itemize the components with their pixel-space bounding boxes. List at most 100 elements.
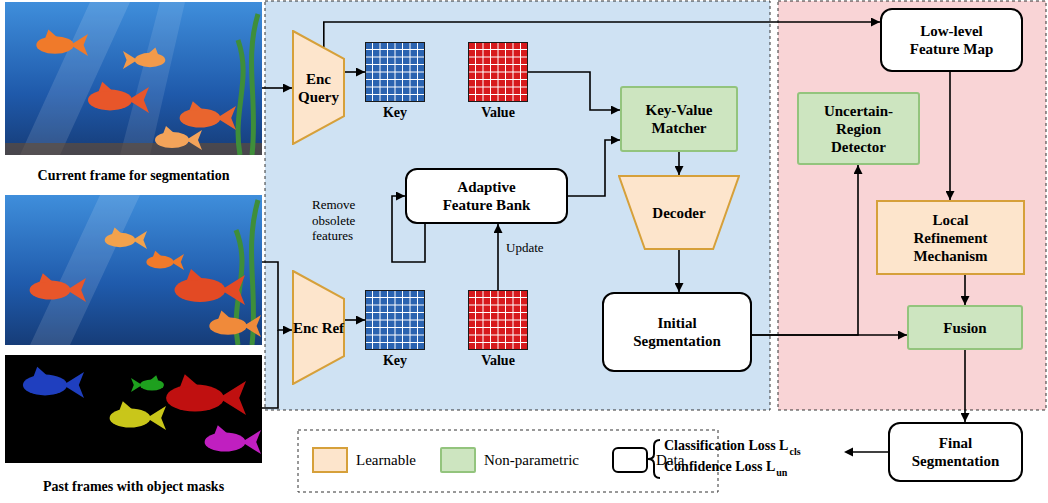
aquarium-photo (5, 2, 262, 155)
grid-line (402, 43, 403, 101)
goldfish (209, 311, 261, 337)
legend-box (298, 430, 718, 492)
box-label: Key (383, 105, 407, 122)
box-label: Key-Value Matcher (622, 101, 736, 137)
object-mask (205, 425, 261, 454)
grid-fill (469, 43, 528, 102)
grid-line (402, 291, 403, 349)
grid-line (410, 291, 411, 349)
data-box: Low-level Feature Map (880, 8, 1023, 72)
grid-line (366, 327, 424, 328)
grid-line (469, 94, 527, 95)
goldfish (30, 273, 86, 302)
edge-label: Remove obsolete features (310, 197, 390, 244)
grid-line (469, 342, 527, 343)
encoder-panel (265, 1, 770, 410)
box-label: Enc Ref (293, 319, 344, 337)
grid-line (366, 87, 424, 88)
legend-swatch (612, 447, 648, 473)
mask-image (5, 355, 262, 463)
grid-line (513, 43, 514, 101)
goldfish (88, 82, 149, 113)
light-ray (20, 2, 130, 155)
light-ray (120, 2, 185, 155)
box-label: Uncertain-Region Detector (814, 102, 904, 156)
connector (345, 71, 365, 73)
image-caption: Current frame for segmentation (38, 168, 230, 185)
mask-ground (5, 355, 262, 463)
feature-grid (365, 290, 425, 350)
goldfish (36, 30, 88, 56)
goldfish (146, 251, 184, 270)
legend-label: Learnable (356, 451, 416, 469)
box-label: Adaptive Feature Bank (432, 178, 542, 214)
encoder: Enc Query (292, 30, 345, 145)
feature-grid (365, 42, 425, 102)
subscript: un (776, 467, 787, 479)
connector (678, 152, 680, 175)
legend-swatch (312, 447, 348, 473)
key-map: Key (365, 42, 425, 128)
grid-line (366, 79, 424, 80)
value-map: Value (468, 290, 528, 376)
legend-label: Non-parametric (484, 451, 579, 469)
data-box: Adaptive Feature Bank (405, 168, 568, 224)
box-label: Value (481, 353, 515, 370)
subscript: cls (789, 446, 800, 458)
process-box: Uncertain-Region Detector (797, 92, 920, 165)
grid-line (505, 43, 506, 101)
grid-line (469, 327, 527, 328)
legend-swatch (440, 447, 476, 473)
trapezoid (619, 176, 739, 249)
box-label: Local Refinement Mechanism (906, 211, 996, 265)
box-label: Enc Query (292, 70, 345, 106)
connector (678, 250, 680, 292)
goldfish (123, 47, 165, 69)
trapezoid (293, 31, 344, 144)
reference-frames: Past frames with object masks (5, 195, 262, 498)
box-label: Low-level Feature Map (902, 22, 1002, 58)
connector (497, 224, 499, 290)
grid-line (469, 72, 527, 73)
box-label: Final Segmentation (906, 434, 1006, 470)
grid-fill (366, 43, 425, 102)
box-label: Value (481, 105, 515, 122)
connector (949, 72, 951, 200)
object-mask (110, 401, 166, 430)
grid-line (417, 291, 418, 349)
box-label: Initial Segmentation (627, 314, 727, 350)
goldfish (155, 126, 202, 150)
trapezoid (293, 271, 344, 384)
video-frame: Current frame for segmentation (5, 2, 262, 187)
merge-line (262, 330, 278, 408)
grid-line (410, 43, 411, 101)
connector (262, 87, 292, 89)
value-map: Value (468, 42, 528, 128)
encoder: Enc Ref (292, 270, 345, 385)
grid-fill (469, 291, 528, 350)
grid-line (366, 342, 424, 343)
grid-line (505, 291, 506, 349)
gravel (5, 143, 262, 155)
light-ray (30, 195, 140, 345)
box-label: Key (383, 353, 407, 370)
goldfish (105, 227, 147, 249)
learnable-box: Local Refinement Mechanism (876, 200, 1025, 275)
object-mask (166, 374, 246, 415)
connector (964, 350, 966, 422)
aquarium-photo (5, 195, 262, 345)
grid-line (366, 72, 424, 73)
connector (345, 319, 365, 321)
goldfish (180, 101, 236, 130)
grid-line (366, 320, 424, 321)
legend-label: Data (656, 451, 684, 469)
connector (528, 72, 620, 110)
grid-line (417, 43, 418, 101)
grid-line (520, 43, 521, 101)
feature-grid (468, 290, 528, 350)
grid-line (513, 291, 514, 349)
arrowhead (844, 448, 853, 457)
grid-line (520, 291, 521, 349)
box-label: Fusion (943, 319, 986, 337)
